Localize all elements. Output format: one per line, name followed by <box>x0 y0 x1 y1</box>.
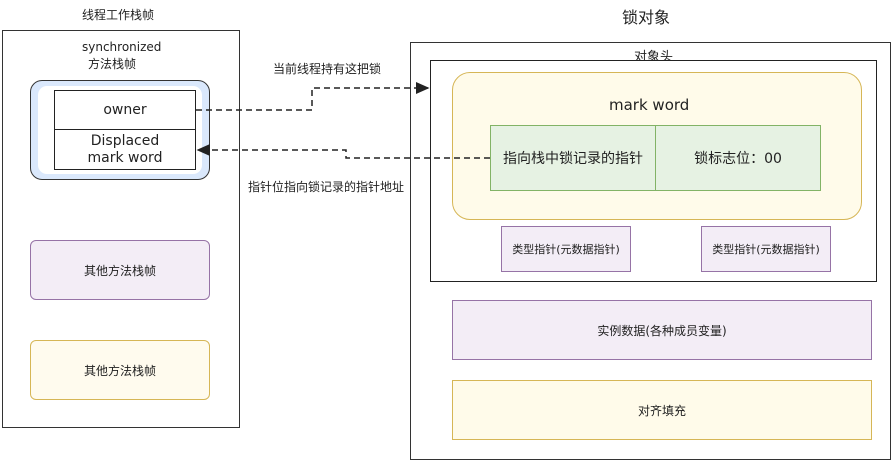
lock-flag-label: 锁标志位：00 <box>694 151 782 167</box>
sync-frame-label-line1: synchronized <box>82 40 162 54</box>
mark-word-label: mark word <box>609 96 690 114</box>
lock-flag-cell[interactable]: 锁标志位：00 <box>655 125 821 191</box>
displaced-line2: mark word <box>87 149 163 166</box>
padding-box[interactable]: 对齐填充 <box>452 380 872 440</box>
padding-label: 对齐填充 <box>637 403 686 418</box>
markword-to-displaced-arrow <box>196 144 490 159</box>
lock-object-title: 锁对象 <box>622 8 671 27</box>
owner-cell-label: owner <box>103 102 147 118</box>
displaced-line1: Displaced <box>90 132 160 149</box>
displaced-mark-word-cell[interactable]: Displaced mark word <box>54 130 196 170</box>
lock-record-pointer-label: 指向栈中锁记录的指针 <box>503 151 643 167</box>
instance-data-box[interactable]: 实例数据(各种成员变量) <box>452 300 872 360</box>
owner-to-object-label: 当前线程持有这把锁 <box>273 62 382 76</box>
other-method-frame-2-label: 其他方法栈帧 <box>83 363 156 378</box>
owner-cell[interactable]: owner <box>54 90 196 130</box>
lock-record-pointer-cell[interactable]: 指向栈中锁记录的指针 <box>490 125 656 191</box>
sync-frame-label-line2: 方法栈帧 <box>88 57 137 71</box>
thread-stack-container <box>2 30 240 428</box>
instance-data-label: 实例数据(各种成员变量) <box>597 323 727 338</box>
other-method-frame-1-label: 其他方法栈帧 <box>83 263 156 278</box>
owner-to-object-arrow <box>196 82 430 111</box>
type-pointer-2[interactable]: 类型指针(元数据指针) <box>701 226 831 272</box>
other-method-frame-1[interactable]: 其他方法栈帧 <box>30 240 210 300</box>
type-pointer-2-label: 类型指针(元数据指针) <box>712 243 820 256</box>
thread-stack-title: 线程工作栈帧 <box>82 8 155 22</box>
type-pointer-1-label: 类型指针(元数据指针) <box>512 243 620 256</box>
other-method-frame-2[interactable]: 其他方法栈帧 <box>30 340 210 400</box>
type-pointer-1[interactable]: 类型指针(元数据指针) <box>501 226 631 272</box>
markword-to-stack-label: 指针位指向锁记录的指针地址 <box>248 180 405 194</box>
